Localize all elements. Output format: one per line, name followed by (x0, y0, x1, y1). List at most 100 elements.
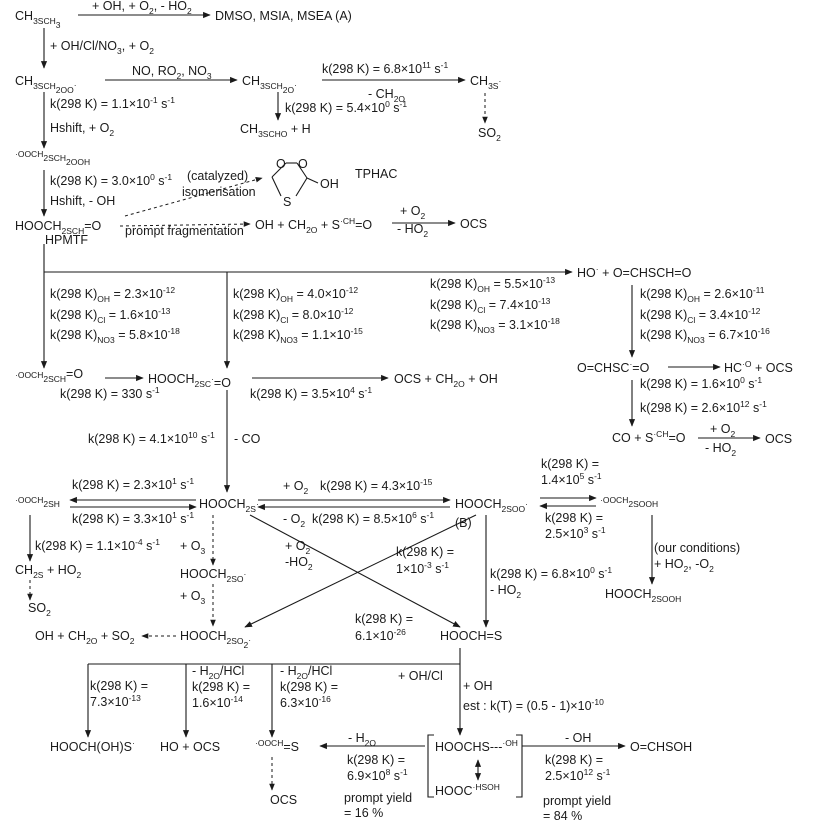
label-40: k(298 K)Cl = 7.4×10-13 (430, 296, 551, 315)
label-4: CH3SCH2OO· (15, 74, 77, 95)
label-91: 6.1×10-26 (355, 627, 406, 643)
label-50: O=CHSC·=O (577, 359, 650, 375)
label-14: Hshift, + O2 (50, 121, 114, 138)
label-65: HOOCH2S· (199, 497, 259, 514)
label-5: NO, RO2, NO3 (132, 64, 212, 81)
label-110: k(298 K) = (347, 753, 405, 767)
label-55: + O2 (710, 422, 736, 439)
label-87: HOOCH2SOOH (605, 587, 681, 604)
arrow-hooch2soo-to-so2 (244, 514, 477, 628)
label-103: - H2O/HCl (280, 664, 332, 681)
label-118: OCS (270, 793, 297, 807)
label-101: k(298 K) = (192, 680, 250, 694)
label-51: HC·O + OCS (724, 359, 793, 375)
label-68: - O2 (283, 512, 305, 529)
label-11: CH3SCHO + H (240, 122, 311, 139)
label-72: ·OOCH2SOOH (600, 495, 658, 509)
label-98: k(298 K) = (90, 679, 148, 693)
label-104: k(298 K) = (280, 680, 338, 694)
label-23: k(298 K) = 3.0×100 s-1 (50, 172, 172, 188)
label-116: 2.5×1012 s-1 (545, 767, 611, 783)
label-109: - H2O (348, 731, 376, 748)
label-19: O (298, 157, 308, 171)
label-92: OH + CH2O + SO2 (35, 629, 135, 646)
label-89: SO2 (28, 601, 51, 618)
label-10: k(298 K) = 5.4×100 s-1 (285, 99, 407, 115)
label-52: k(298 K) = 1.6×100 s-1 (640, 375, 762, 391)
label-112: HOOCHS---·OH (435, 738, 518, 754)
label-57: OCS (765, 432, 792, 446)
label-83: CH2S + HO2 (15, 563, 81, 580)
label-1: + OH, + O2, - HO2 (92, 0, 192, 16)
label-37: k(298 K)Cl = 8.0×10-12 (233, 306, 354, 325)
label-17: OH (320, 177, 339, 191)
label-70: (B) (455, 516, 472, 530)
label-18: O (276, 157, 286, 171)
label-26: HPMTF (45, 233, 88, 247)
label-105: 6.3×10-16 (280, 694, 331, 710)
label-21: (catalyzed) (187, 169, 248, 183)
label-42: k(298 K)OH = 2.6×10-11 (640, 285, 765, 304)
label-38: k(298 K)NO3 = 1.1×10-15 (233, 326, 363, 345)
label-16: TPHAC (355, 167, 397, 181)
label-2: DMSO, MSIA, MSEA (A) (215, 9, 352, 23)
label-119: prompt yield (344, 791, 412, 805)
label-88: + O3 (180, 589, 206, 606)
label-93: HOOCH2SO2· (180, 629, 251, 650)
label-122: = 84 % (543, 809, 582, 822)
label-45: ·OOCH2SCH=O (15, 367, 83, 384)
label-33: k(298 K)OH = 2.3×10-12 (50, 285, 175, 304)
label-46: k(298 K) = 330 s-1 (60, 385, 160, 401)
label-64: k(298 K) = 3.3×101 s-1 (72, 510, 194, 526)
label-79: k(298 K) = (396, 545, 454, 559)
label-43: k(298 K)Cl = 3.4×10-12 (640, 306, 761, 325)
label-73: k(298 K) = (545, 511, 603, 525)
label-84: HOOCH2SO· (180, 567, 246, 584)
label-106: HOOCH(OH)S· (50, 738, 135, 754)
label-78: -HO2 (285, 555, 313, 572)
label-31: OCS (460, 217, 487, 231)
label-3: + OH/Cl/NO3, + O2 (50, 39, 154, 56)
label-44: k(298 K)NO3 = 6.7×10-16 (640, 326, 770, 345)
label-99: 7.3×10-13 (90, 693, 141, 709)
label-62: k(298 K) = 2.3×101 s-1 (72, 476, 194, 492)
label-97: est : k(T) = (0.5 - 1)×10-10 (463, 697, 604, 713)
adduct-bracket (427, 734, 523, 798)
label-107: HO + OCS (160, 740, 220, 754)
arrow-hooch2s-to-hooch-s (249, 514, 461, 628)
label-82: + HO2, -O2 (654, 557, 714, 574)
label-29: + O2 (400, 204, 426, 221)
label-74: 2.5×103 s-1 (545, 525, 606, 541)
label-35: k(298 K)NO3 = 5.8×10-18 (50, 326, 180, 345)
label-113: HOOC·HSOH (435, 782, 500, 798)
label-117: O=CHSOH (630, 740, 692, 754)
label-114: - OH (565, 731, 591, 745)
label-75: k(298 K) = 1.1×10-4 s-1 (35, 537, 160, 553)
label-28: OH + CH2O + S·CH=O (255, 216, 372, 235)
label-47: HOOCH2SC·=O (148, 372, 231, 390)
label-77: + O2 (285, 539, 311, 556)
label-30: - HO2 (397, 222, 428, 239)
label-60: k(298 K) = (541, 457, 599, 471)
label-80: 1×10-3 s-1 (396, 560, 449, 576)
label-53: k(298 K) = 2.6×1012 s-1 (640, 399, 767, 415)
label-111: 6.9×108 s-1 (347, 767, 408, 783)
label-32: HO· + O=CHSCH=O (577, 264, 692, 280)
label-41: k(298 K)NO3 = 3.1×10-18 (430, 316, 560, 335)
label-115: k(298 K) = (545, 753, 603, 767)
label-9: CH3S· (470, 74, 501, 91)
arrow-hpmtf-fragmentation (119, 221, 251, 227)
label-15: ·OOCH2SCH2OOH (15, 149, 90, 167)
label-108: ·OOCH=S (255, 738, 299, 754)
label-12: SO2 (478, 126, 501, 143)
label-85: k(298 K) = 6.8×100 s-1 (490, 565, 612, 581)
label-67: k(298 K) = 4.3×10-15 (320, 477, 433, 493)
reaction-arrows (26, 11, 761, 798)
label-8: - CH2O (368, 87, 405, 104)
label-24: Hshift, - OH (50, 194, 115, 208)
label-22: isomerisation (182, 185, 256, 199)
label-95: + OH/Cl (398, 669, 443, 683)
label-36: k(298 K)OH = 4.0×10-12 (233, 285, 358, 304)
label-71: HOOCH2SOO· (455, 497, 528, 514)
label-90: k(298 K) = (355, 612, 413, 626)
